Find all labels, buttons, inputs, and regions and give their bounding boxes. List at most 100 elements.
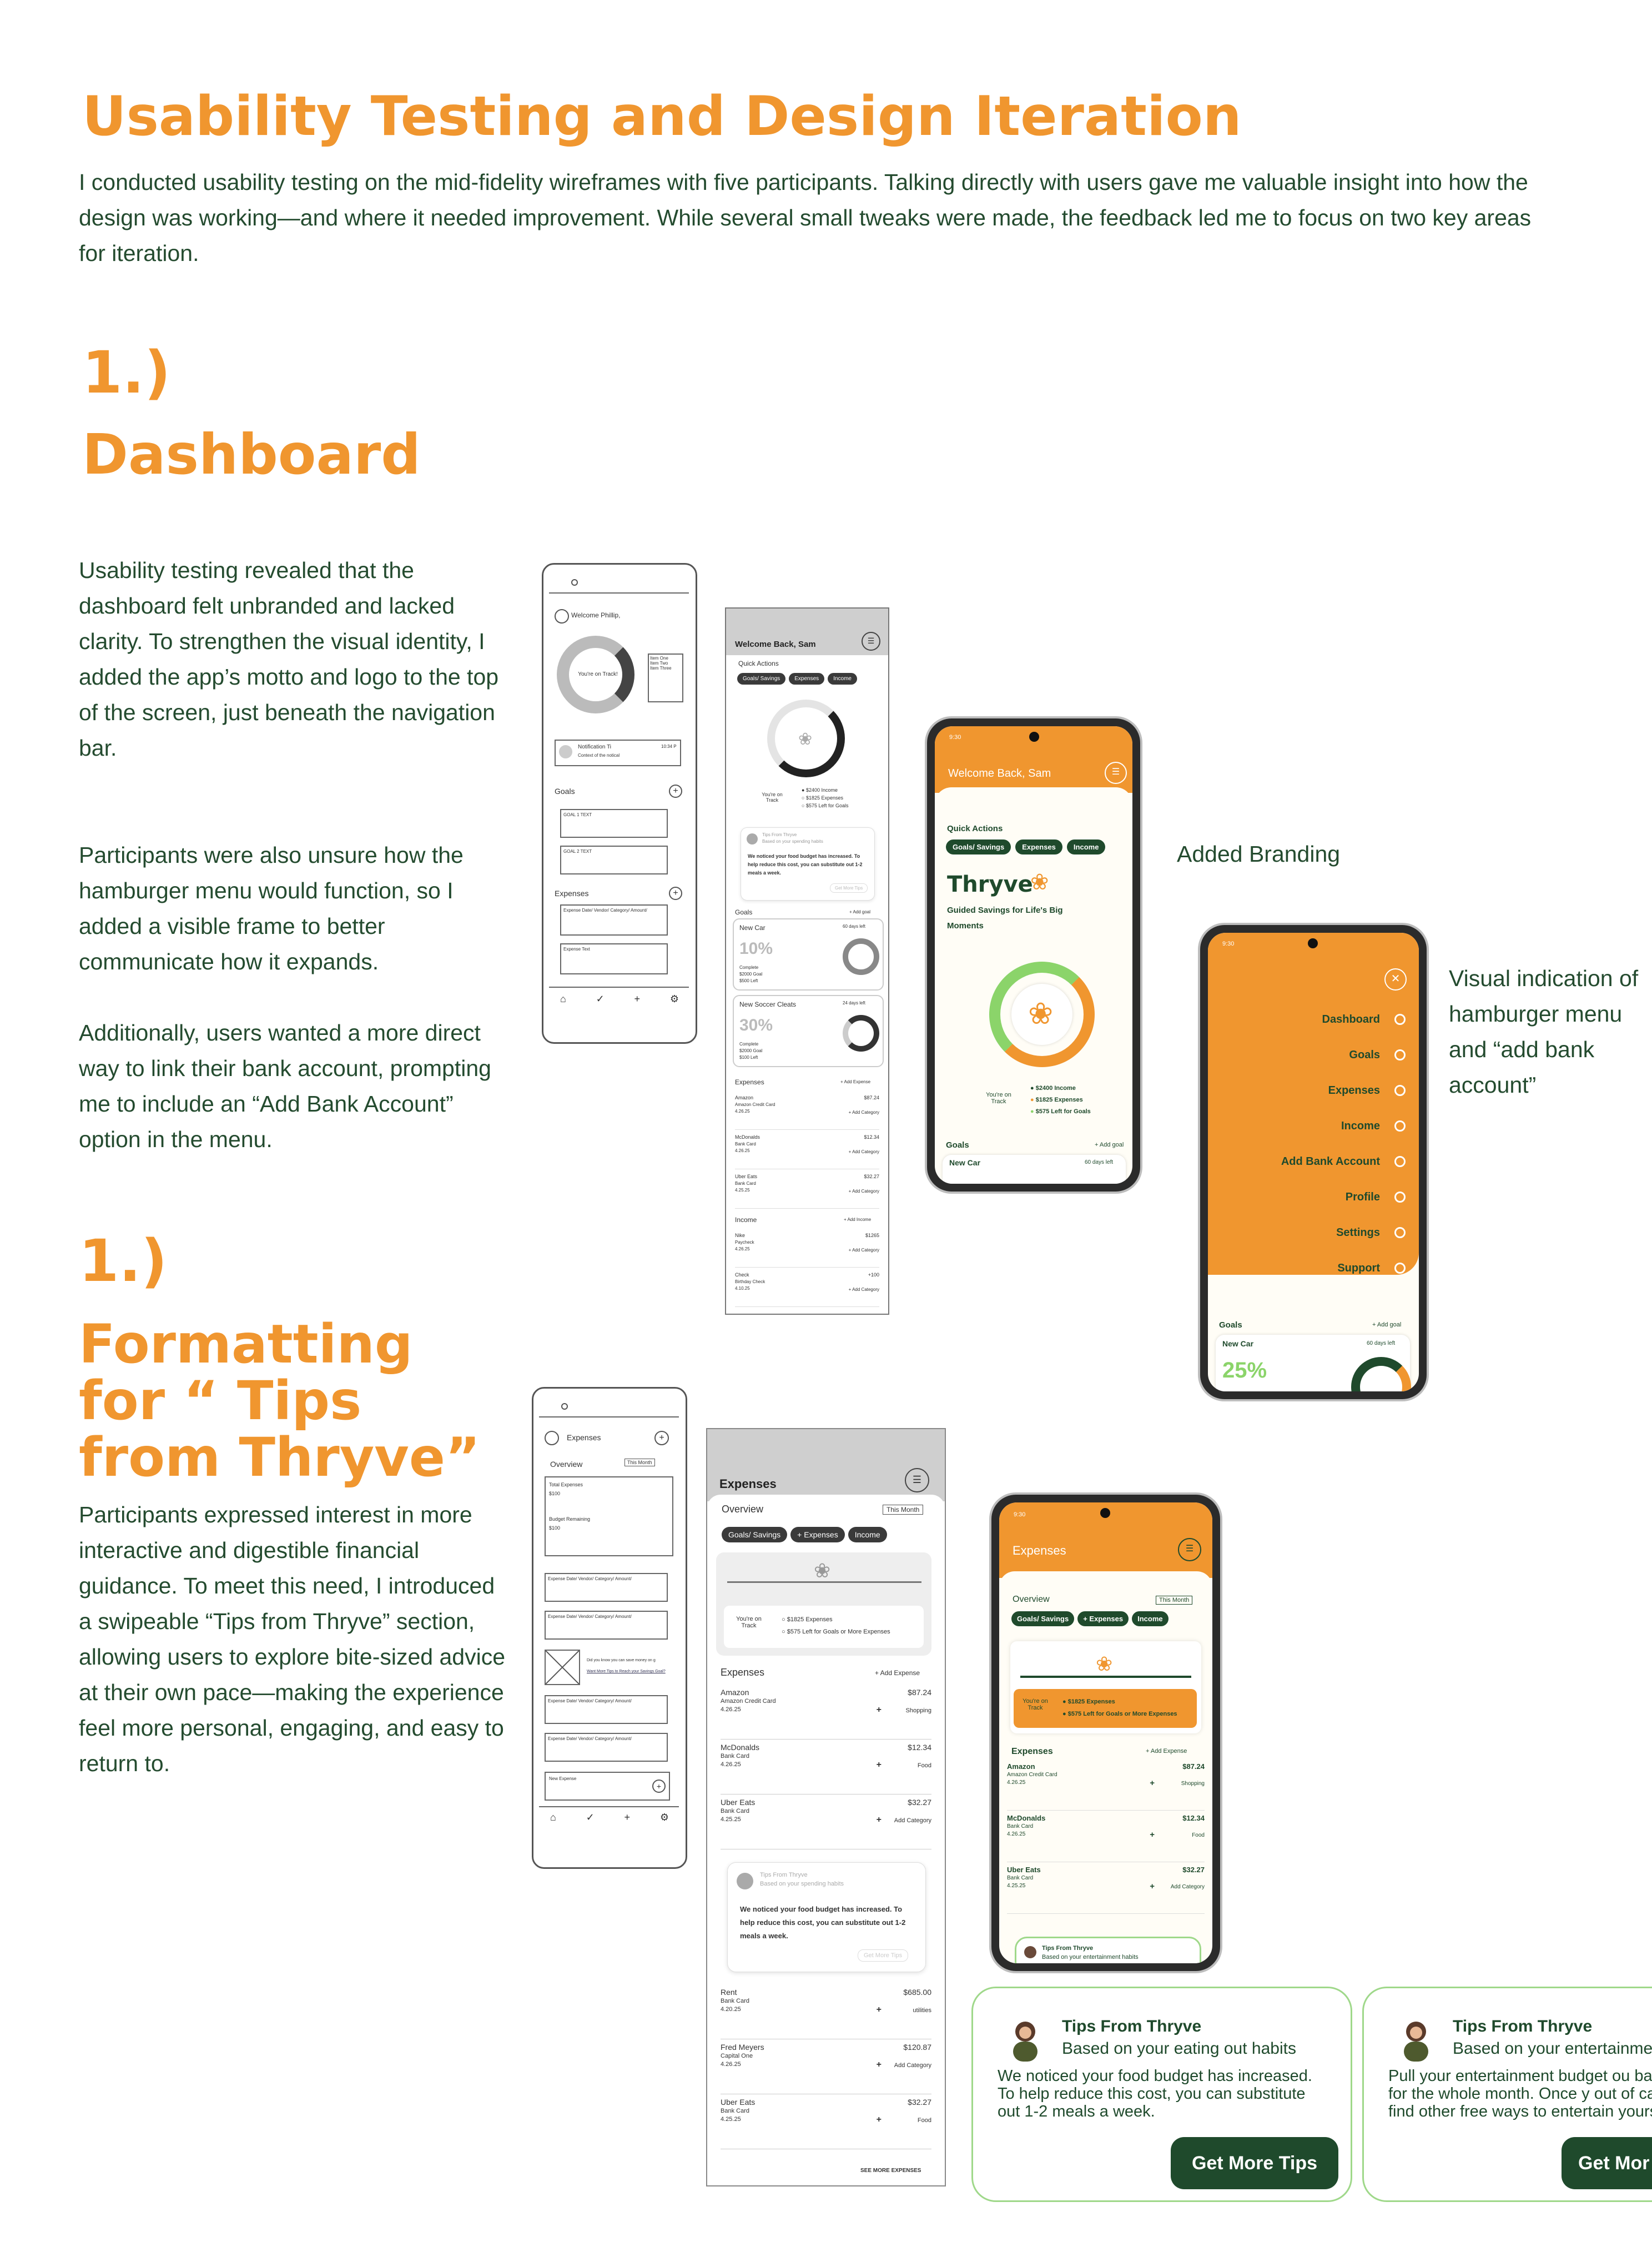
check-icon[interactable]: ✓ <box>596 993 605 1004</box>
expense-cat[interactable]: Add Category <box>894 2062 931 2069</box>
pill-expenses[interactable]: Expenses <box>789 673 825 685</box>
expense-cat[interactable]: Food <box>1192 1832 1205 1838</box>
add-category-icon[interactable]: + <box>876 2005 882 2014</box>
pill-income[interactable]: Income <box>1132 1611 1169 1626</box>
midfi-add-expense[interactable]: + Add Expense <box>840 1079 871 1084</box>
menu-item[interactable]: Income <box>1219 1108 1406 1144</box>
menu-item[interactable]: Expenses <box>1219 1073 1406 1108</box>
pill-income[interactable]: Income <box>828 673 857 685</box>
midfi-goal-card-2[interactable]: New Soccer Cleats 24 days left 30% Compl… <box>733 995 884 1067</box>
month-select[interactable]: This Month <box>883 1505 924 1515</box>
sketch2-tip-link[interactable]: Want More Tips to Reach your Savings Goa… <box>587 1670 666 1673</box>
sketch2-new-expense[interactable]: New Expense + <box>545 1772 670 1801</box>
tip-card-1[interactable]: Tips From Thryve Based on your eating ou… <box>971 1987 1352 2202</box>
menu-screen-goal-card[interactable]: New Car 60 days left 25% <box>1216 1335 1411 1391</box>
tip-card-2[interactable]: Tips From Thryve Based on your entertain… <box>1362 1987 1652 2202</box>
sketch2-overview: Overview <box>550 1460 583 1469</box>
expense-cat[interactable]: Add Category <box>894 1817 931 1824</box>
home-icon[interactable]: ⌂ <box>560 993 566 1004</box>
pill-expenses[interactable]: + Expenses <box>790 1527 845 1542</box>
hamburger-icon[interactable]: ☰ <box>905 1468 929 1492</box>
add-goal-icon[interactable]: + <box>669 785 682 798</box>
close-icon[interactable]: ✕ <box>1384 968 1407 991</box>
get-more-tips-button[interactable]: Get Mor <box>1562 2137 1652 2189</box>
expense-cat[interactable]: Add Category <box>1170 1884 1205 1890</box>
month-select[interactable]: This Month <box>1156 1596 1193 1605</box>
see-more-expenses[interactable]: SEE MORE EXPENSES <box>860 2168 921 2174</box>
hifi2-add-expense[interactable]: + Add Expense <box>1146 1748 1187 1755</box>
menu-dot-icon <box>1394 1263 1406 1274</box>
add-category-icon[interactable]: + <box>1150 1778 1155 1788</box>
pill-income[interactable]: Income <box>1066 840 1106 854</box>
hifi-goal-card[interactable]: New Car 60 days left <box>943 1155 1126 1184</box>
hamburger-icon[interactable]: ☰ <box>862 632 880 651</box>
get-more-tips-button[interactable]: Get More Tips <box>1171 2137 1338 2189</box>
pill-income[interactable]: Income <box>848 1527 887 1542</box>
gear-icon[interactable]: ⚙ <box>669 993 679 1004</box>
get-more-tips-button[interactable]: Get More Tips <box>858 1949 909 1962</box>
midfi-goal-card-1[interactable]: New Car 60 days left 10% Complete $2000 … <box>733 918 884 991</box>
expense-cat[interactable]: Food <box>917 2117 931 2124</box>
midfi-add-income[interactable]: + Add Income <box>844 1217 872 1222</box>
midfi-add-goal[interactable]: + Add goal <box>849 909 871 914</box>
hifi2-tip-peek[interactable]: Tips From Thryve Based on your entertain… <box>1015 1937 1201 1963</box>
get-more-tips-button[interactable]: Get More Tips <box>830 883 868 893</box>
add-goal-link[interactable]: + Add goal <box>1095 1142 1124 1148</box>
hamburger-icon[interactable]: ☰ <box>1105 762 1127 784</box>
hamburger-icon[interactable]: ☰ <box>1178 1538 1201 1561</box>
expense-cat[interactable]: + Add Category <box>848 1189 879 1194</box>
month-select[interactable]: This Month <box>624 1459 655 1466</box>
expense-cat[interactable]: Shopping <box>905 1707 932 1714</box>
plus-icon[interactable]: + <box>624 1812 631 1823</box>
menu-item[interactable]: Settings <box>1219 1215 1406 1250</box>
expense-cat[interactable]: Food <box>917 1762 931 1769</box>
pill-expenses[interactable]: + Expenses <box>1077 1611 1129 1626</box>
add-category-icon[interactable]: + <box>1150 1882 1155 1891</box>
pill-goals[interactable]: Goals/ Savings <box>946 840 1011 854</box>
add-category-icon[interactable]: + <box>876 2060 882 2069</box>
menu-item[interactable]: Add Bank Account <box>1219 1144 1406 1179</box>
menu-item[interactable]: Goals <box>1219 1037 1406 1073</box>
add-category-icon[interactable]: + <box>876 1760 882 1770</box>
expense-cat[interactable]: + Add Category <box>848 1149 879 1154</box>
add-category-icon[interactable]: + <box>876 1705 882 1715</box>
add-icon[interactable]: + <box>654 1431 669 1445</box>
home-icon[interactable]: ⌂ <box>550 1812 556 1823</box>
add-goal-link[interactable]: + Add goal <box>1372 1321 1402 1328</box>
menu-item[interactable]: Profile <box>1219 1179 1406 1215</box>
pill-goals[interactable]: Goals/ Savings <box>722 1527 788 1542</box>
add-expense-icon[interactable]: + <box>669 887 682 900</box>
gear-icon[interactable]: ⚙ <box>659 1812 669 1823</box>
expense-cat[interactable]: Shopping <box>1181 1781 1205 1787</box>
midfi2-add-expense[interactable]: + Add Expense <box>875 1669 920 1677</box>
pill-goals[interactable]: Goals/ Savings <box>1011 1611 1075 1626</box>
expense-cat[interactable]: utilities <box>913 2007 931 2014</box>
pill-goals[interactable]: Goals/ Savings <box>737 673 786 685</box>
menu-item[interactable]: Support <box>1219 1250 1406 1286</box>
expense-cat[interactable]: + Add Category <box>848 1110 879 1115</box>
check-icon[interactable]: ✓ <box>586 1812 595 1823</box>
pill-expenses[interactable]: Expenses <box>1015 840 1062 854</box>
plus-icon[interactable]: + <box>634 993 641 1004</box>
sketch-expenses-wireframe: Expenses + Overview This Month Total Exp… <box>532 1387 687 1869</box>
add-category-icon[interactable]: + <box>876 2115 882 2124</box>
add-category-icon[interactable]: + <box>876 1815 882 1824</box>
expense-cat[interactable]: + Add Category <box>848 1287 879 1292</box>
add-category-icon[interactable]: + <box>1150 1830 1155 1839</box>
menu-item[interactable]: Dashboard <box>1219 1002 1406 1037</box>
expense-cat[interactable]: + Add Category <box>848 1248 879 1253</box>
